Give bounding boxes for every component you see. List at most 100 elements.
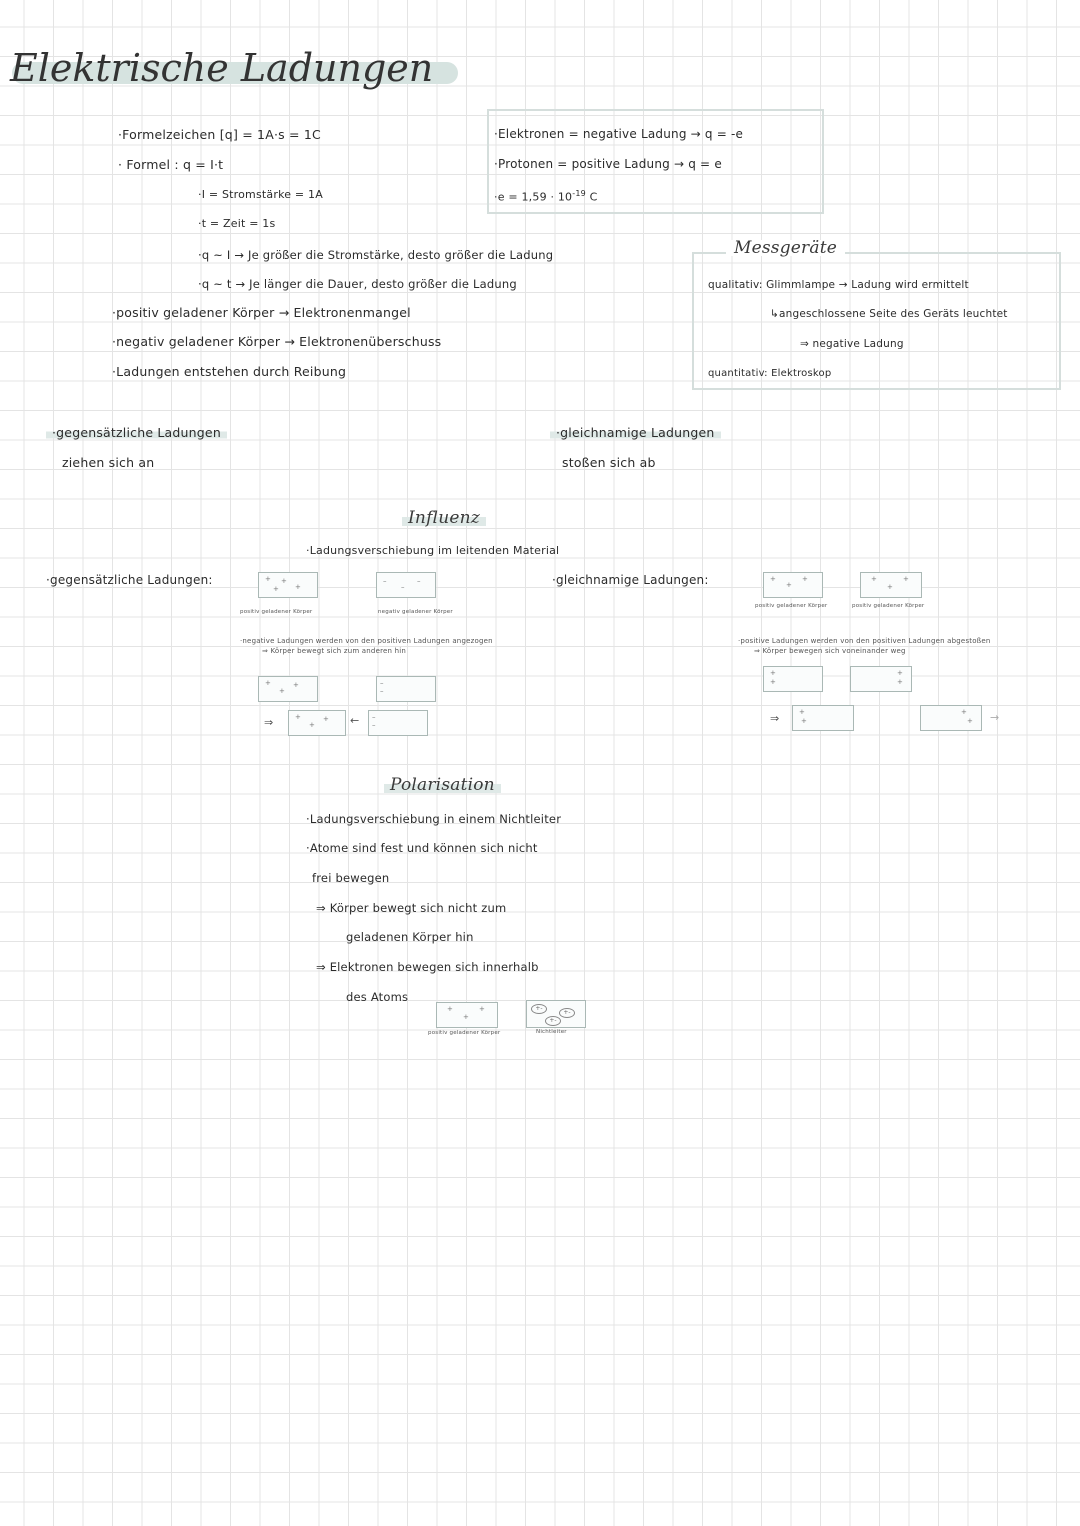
e-value: ·e = 1,59 · 10 [494,190,573,204]
nichtleiter-plate: +- +- +- [526,1000,586,1028]
arrow-right: → [990,711,1000,724]
positive-plate-b-caption: positiv geladener Körper [852,603,925,609]
positive-plate-f: + + [920,705,982,731]
plus-sign: + [293,681,299,689]
plus-sign: + [295,713,301,721]
plus-sign: + [281,577,287,585]
plus-sign: + [961,708,967,716]
plus-sign: + [897,669,903,677]
positive-plate-e: + + [792,705,854,731]
influenz-same-note2: ⇒ Körper bewegen sich voneinander weg [754,647,906,655]
polarisation-heading: Polarisation [384,775,501,795]
influenz-opposite-note1: ·negative Ladungen werden von den positi… [240,637,493,645]
positive-plate-a: + + + [763,572,823,598]
polarisation-line3: frei bewegen [312,871,390,885]
positive-plate-caption: positiv geladener Körper [240,609,313,615]
polarisation-line5: geladenen Körper hin [346,930,474,944]
nichtleiter-caption: Nichtleiter [536,1029,567,1035]
plus-sign: + [463,1013,469,1021]
negative-plate-caption: negativ geladener Körper [378,609,453,615]
same-charges-text: stoßen sich ab [562,455,656,470]
title-highlight [12,62,458,84]
implies-symbol: ⇒ [264,716,274,729]
e-unit: C [589,190,598,204]
electrons-line: ·Elektronen = negative Ladung → q = -e [494,127,744,141]
quantitativ-line: quantitativ: Elektroskop [708,368,832,379]
influenz-opposite-label: ·gegensätzliche Ladungen: [46,573,213,587]
influenz-definition: ·Ladungsverschiebung im leitenden Materi… [306,544,560,557]
polarisation-positive-plate: + + + [436,1002,498,1028]
angeschlossen-line: ↳angeschlossene Seite des Geräts leuchte… [770,308,1008,320]
implies-symbol: ⇒ [770,712,780,725]
polarisation-line2: ·Atome sind fest und können sich nicht [306,841,538,855]
elementary-charge-line: ·e = 1,59 · 10-19 C [494,186,598,206]
influenz-heading: Influenz [402,508,486,528]
negative-body-line: ·negativ geladener Körper → Elektronenüb… [112,334,442,349]
atom-dipole: +- [545,1016,561,1026]
positive-plate-d: + + [850,666,912,692]
influenz-same-note1: ·positive Ladungen werden von den positi… [738,637,991,645]
same-charges-label: ·gleichnamige Ladungen [550,425,721,441]
positive-plate-a-caption: positiv geladener Körper [755,603,828,609]
plus-sign: + [903,575,909,583]
plus-sign: + [273,585,279,593]
particles-box [487,109,824,214]
polarisation-line1: ·Ladungsverschiebung in einem Nichtleite… [306,812,562,826]
arrow-left: ← [350,714,360,727]
plus-sign: + [770,678,776,686]
negative-charge-line: ⇒ negative Ladung [800,338,904,350]
proportional-current-line: ·q ~ I → Je größer die Stromstärke, dest… [198,248,554,262]
plus-sign: + [279,687,285,695]
influenz-same-label: ·gleichnamige Ladungen: [552,573,709,587]
opposite-charges-text: ziehen sich an [62,455,155,470]
plus-sign: + [265,575,271,583]
qualitativ-line: qualitativ: Glimmlampe → Ladung wird erm… [708,279,969,291]
positive-body-line: ·positiv geladener Körper → Elektronenma… [112,305,411,320]
proportional-time-line: ·q ~ t → Je länger die Dauer, desto größ… [198,277,517,291]
atom-dipole: +- [559,1008,575,1018]
polarisation-line6: ⇒ Elektronen bewegen sich innerhalb [316,960,539,974]
positive-plate-before: + + + [258,676,318,702]
negative-plate: – – – [376,572,436,598]
polarisation-line4: ⇒ Körper bewegt sich nicht zum [316,901,507,915]
zeit-line: ·t = Zeit = 1s [198,217,276,230]
minus-sign: – [372,721,376,729]
positive-plate-c: + + [763,666,823,692]
plus-sign: + [801,717,807,725]
plus-sign: + [871,575,877,583]
opposite-charges-label: ·gegensätzliche Ladungen [46,425,227,441]
e-exponent: -19 [572,189,586,198]
formelzeichen-line: ·Formelzeichen [q] = 1A·s = 1C [118,127,321,142]
minus-sign: – [417,577,421,585]
plus-sign: + [295,583,301,591]
plus-sign: + [786,581,792,589]
plus-sign: + [479,1005,485,1013]
minus-sign: – [383,577,387,585]
positive-plate: + + + + [258,572,318,598]
friction-line: ·Ladungen entstehen durch Reibung [112,364,347,379]
minus-sign: – [401,583,405,591]
plus-sign: + [265,679,271,687]
minus-sign: – [380,679,384,687]
plus-sign: + [770,669,776,677]
polarisation-positive-caption: positiv geladener Körper [428,1030,501,1036]
polarisation-line7: des Atoms [346,990,409,1004]
plus-sign: + [770,575,776,583]
conductor-plate-after: – – [368,710,428,736]
positive-plate-b: + + + [860,572,922,598]
minus-sign: – [372,713,376,721]
stromstaerke-line: ·I = Stromstärke = 1A [198,188,323,201]
page-title: Elektrische Ladungen [10,46,434,90]
messgeraete-heading: Messgeräte [726,240,846,257]
plus-sign: + [447,1005,453,1013]
positive-plate-after: + + + [288,710,346,736]
minus-sign: – [380,687,384,695]
influenz-opposite-note2: ⇒ Körper bewegt sich zum anderen hin [262,647,406,655]
atom-dipole: +- [531,1004,547,1014]
plus-sign: + [897,678,903,686]
conductor-plate-before: – – [376,676,436,702]
plus-sign: + [967,717,973,725]
formel-line: · Formel : q = I·t [118,157,224,172]
plus-sign: + [887,583,893,591]
plus-sign: + [323,715,329,723]
